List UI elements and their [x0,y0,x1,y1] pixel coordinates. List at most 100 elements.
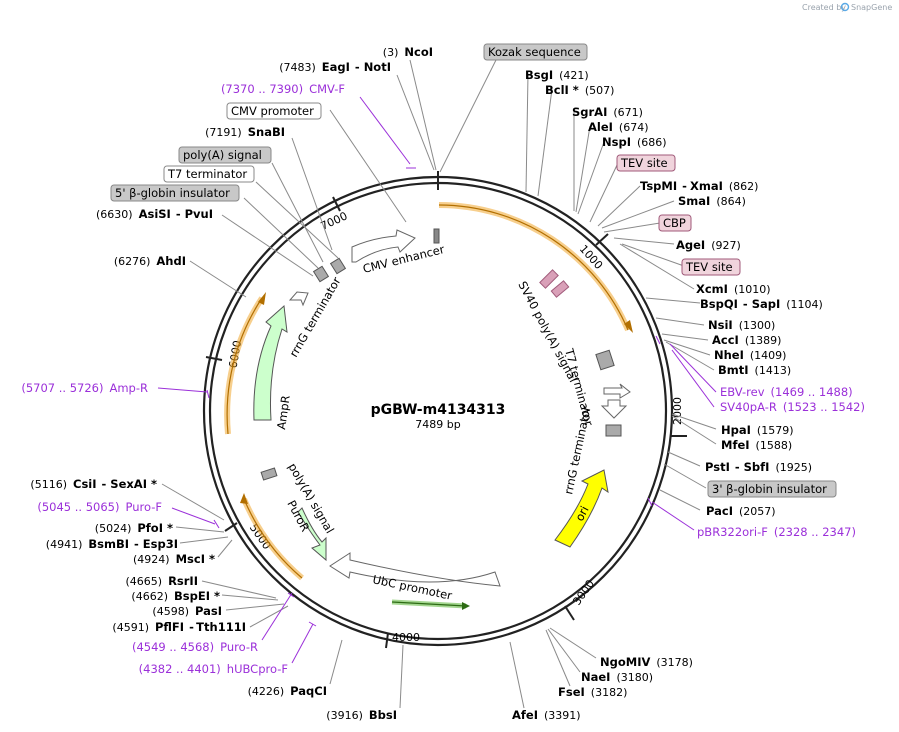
site-acci: AccI(1389) [712,333,781,347]
primer-amp-r: (5707 .. 5726)Amp-R [21,381,148,395]
kozak-label: Kozak sequence [488,45,581,59]
t7-box [163,165,255,183]
site-paci: PacI(2057) [706,504,776,518]
primer-leaders [157,96,717,664]
rrng-right-arrow [600,399,628,419]
primer-mark-amp-r [206,389,210,399]
polya-block-bottom [260,467,278,481]
ampr-arrow [253,304,288,421]
leader-ncoi [409,59,437,171]
leader-alei [575,125,591,213]
polya-box [178,146,272,164]
primer-puro-r: (4549 .. 4568)Puro-R [132,640,258,654]
site-bspei: (4662)BspEI * [131,589,220,603]
primer-mark-puro-r [287,592,295,598]
sv40-block [595,349,615,371]
snapgene-credit: Created by SnapGene [802,2,892,12]
primer-mark-ebv-sv40 [655,335,661,345]
site-csii-sexai: (5116)CsiI-SexAI * [30,477,157,491]
leader-csii [161,483,225,521]
site-nsii: NsiI(1300) [708,318,775,332]
site-alei: AleI(674) [588,120,649,134]
cbp-label: CBP [663,216,686,230]
orf-bottom-left-line [243,498,303,579]
puror-arrow [297,507,327,562]
site-bcli: BclI *(507) [545,83,614,97]
leader-msci [217,539,233,558]
site-bspqi-sapi: BspQI-SapI(1104) [700,297,823,311]
primer-lead-hubcpro-f [291,623,314,664]
tev-box-1 [616,154,676,172]
site-afei: AfeI(3391) [512,708,581,722]
primer-mark-pbr322ori-f [647,497,653,507]
ampr-label: AmpR [274,394,293,430]
leader-tev-2 [621,243,685,267]
leader-bspei [221,594,279,601]
orf-top-right-line [438,204,629,331]
leader-ngomiv [549,627,597,659]
tick-label-4000: 4000 [392,631,420,644]
leader-nsii [655,317,705,326]
tick-mark-3000 [564,605,575,621]
credit-brand: SnapGene [851,3,892,12]
tick-mark-5000 [224,522,238,532]
ubc-promoter-arrow [329,552,501,587]
primer-lead-amp-r [157,387,208,393]
leader-bbsi [399,644,404,709]
site-pfoi: (5024)PfoI * [95,521,173,535]
leader-xmai [597,185,641,227]
primer-labels: (7370 .. 7390)CMV-F (5707 .. 5726)Amp-R … [21,82,865,676]
leader-tev-1 [589,162,619,223]
site-fsei: FseI(3182) [558,685,627,699]
leader-pasi [225,603,285,611]
tick-mark-7000 [332,196,341,212]
leader-xcmi [619,243,695,290]
leader-asisi [221,214,314,277]
leader-sbfi [667,451,701,467]
cbp-box [658,214,692,232]
site-ngomiv: NgoMIV(3178) [600,655,693,669]
cmv-enhancer-arrow [351,229,416,263]
site-asisi-pvui: (6630)AsiSI-PvuI [96,207,213,221]
ubc-orf-arrowhead [462,602,470,610]
polya-block-left [312,265,330,283]
primer-sv40pa-r: SV40pA-R(1523 .. 1542) [720,400,865,414]
site-ahdi: (6276)AhdI [114,254,186,268]
site-paqci: (4226)PaqCI [248,684,327,698]
leader-fsei [545,629,571,687]
polya-box-label: poly(A) signal [183,148,262,162]
cmv-promoter-label: CMV promoter [231,104,314,118]
5-globin-label: 5' β-globin insulator [115,186,230,200]
rrng-left-label: rrnG terminator [286,274,343,359]
leader-smai [601,200,675,229]
leader-esp3i [179,536,229,544]
site-bmti: BmtI(1413) [718,363,791,377]
site-rsrii: (4665)RsrII [125,574,198,588]
primer-ebv-rev: EBV-rev(1469 .. 1488) [720,385,853,399]
leader-5b-globin [243,197,319,269]
site-nspi: NspI(686) [602,135,667,149]
t7-arrow [603,383,631,399]
leader-nhei [663,339,711,356]
site-sgrai: SgrAI(671) [572,105,643,119]
leader-paci [659,489,701,511]
rrng-left-arrow [288,291,309,307]
tick-mark-1000 [595,233,609,246]
primer-lead-pbr322ori-f [651,501,695,531]
site-bsgi: BsgI(421) [525,68,589,82]
boxed-labels: Kozak sequence CMV promoter poly(A) sign… [110,43,837,498]
plasmid-name: pGBW-m4134313 [371,402,506,418]
orf-left-arrowhead [258,292,266,305]
leader-cmv-promoter [329,109,407,223]
primer-lead-puro-f [171,507,216,525]
credit-prefix: Created by [802,3,846,12]
leader-paqci [329,639,343,685]
primer-lead-sv40pa-r [671,349,715,408]
primer-pbr322ori-f: pBR322ori-F(2328 .. 2347) [697,525,856,539]
site-psti-sbfi: PstI-SbfI(1925) [705,460,812,474]
leader-nspi [577,141,605,215]
site-snabi: (7191)SnaBI [205,125,285,139]
site-msci: (4924)MscI * [133,552,215,566]
leader-ahdi [189,260,247,298]
